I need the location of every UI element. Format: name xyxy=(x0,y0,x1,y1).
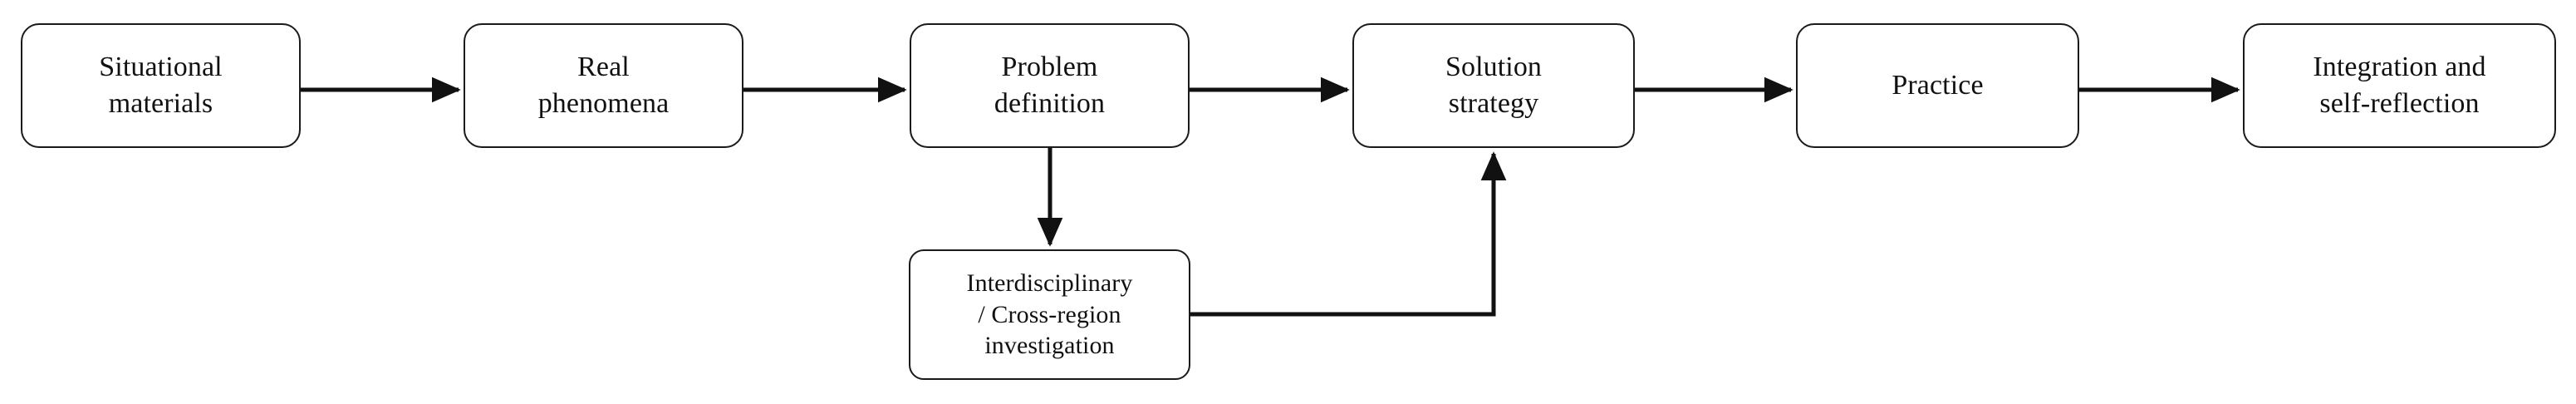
node-problem-definition-label: Problem definition xyxy=(994,51,1106,119)
node-problem-definition[interactable]: Problem definition xyxy=(910,23,1190,148)
node-situational-materials-label: Situational materials xyxy=(99,51,223,119)
edge-investigation-to-solution xyxy=(1190,151,1507,317)
node-solution-strategy-label: Solution strategy xyxy=(1445,51,1543,119)
node-solution-strategy[interactable]: Solution strategy xyxy=(1352,23,1635,148)
node-practice[interactable]: Practice xyxy=(1796,23,2079,148)
node-integration-self-reflection-label: Integration and self-reflection xyxy=(2313,51,2486,119)
node-interdisciplinary-cross-region-investigation[interactable]: Interdisciplinary / Cross-region investi… xyxy=(909,249,1190,380)
node-integration-self-reflection[interactable]: Integration and self-reflection xyxy=(2243,23,2556,148)
node-interdisciplinary-cross-region-investigation-label: Interdisciplinary / Cross-region investi… xyxy=(966,269,1133,360)
node-situational-materials[interactable]: Situational materials xyxy=(21,23,301,148)
node-real-phenomena[interactable]: Real phenomena xyxy=(464,23,743,148)
node-real-phenomena-label: Real phenomena xyxy=(537,51,670,119)
node-practice-label: Practice xyxy=(1892,69,1984,101)
